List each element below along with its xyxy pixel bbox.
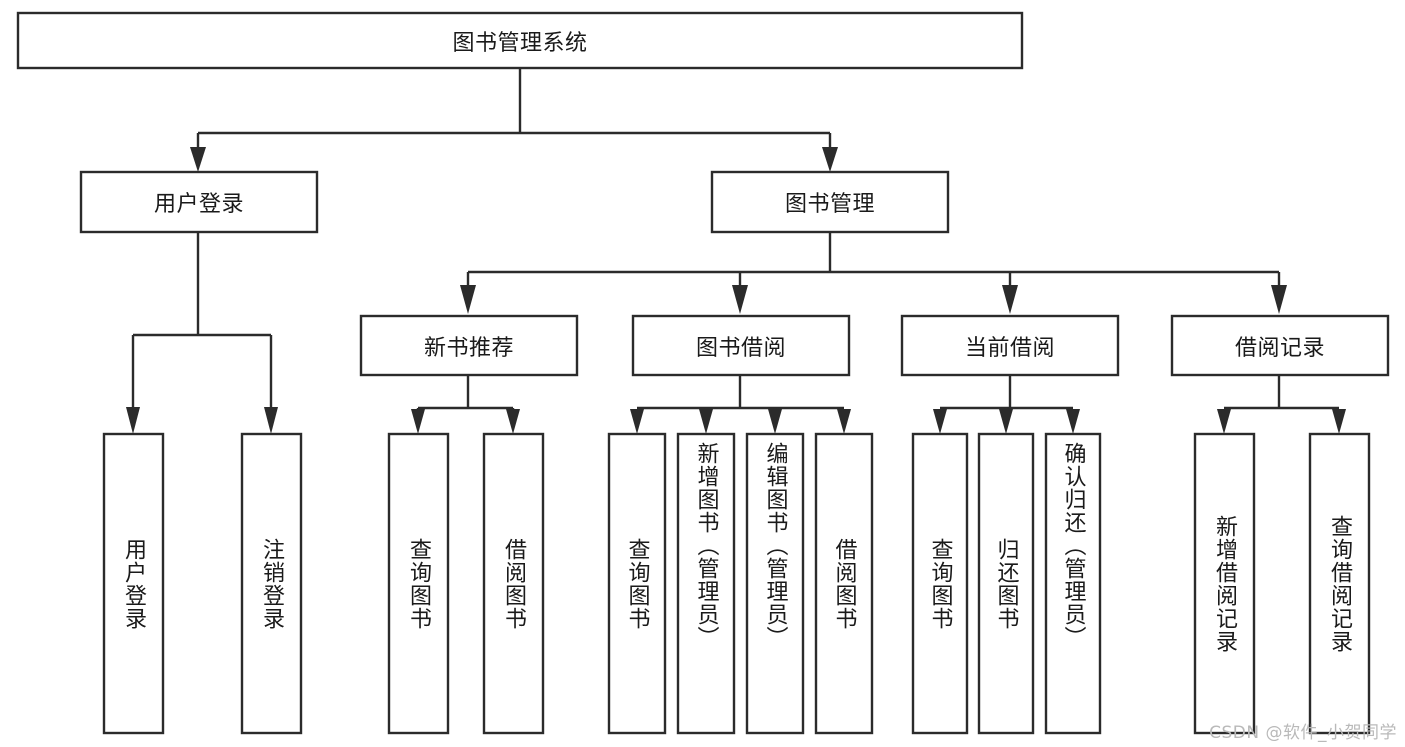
arrow-head-current-borrow [1002, 285, 1018, 314]
arrow-head-new-book-recommend [460, 285, 476, 314]
connector-group-currentborrow [933, 375, 1080, 434]
node-box-leaf-query-book-2[interactable] [607, 432, 667, 735]
node-box-leaf-return-book[interactable] [977, 432, 1035, 735]
arrow-head-leaf-confirm-return [1066, 409, 1080, 434]
node-box-borrow-record[interactable] [1170, 314, 1390, 377]
node-box-book-borrow[interactable] [631, 314, 851, 377]
arrow-head-leaf-query-record [1332, 409, 1346, 434]
arrow-head-leaf-query-book-2 [630, 409, 644, 434]
arrow-head-leaf-query-book-1 [411, 409, 425, 434]
arrow-head-leaf-return-book [999, 409, 1013, 434]
connector-group-userlogin [126, 232, 278, 434]
csdn-watermark: CSDN @软件_小贺同学 [1209, 723, 1397, 743]
arrow-head-leaf-user-login [126, 407, 140, 434]
arrow-head-bookmanage [822, 147, 838, 172]
node-box-leaf-add-book[interactable] [676, 432, 736, 735]
node-box-leaf-user-logout[interactable] [240, 432, 303, 735]
arrow-head-book-borrow [732, 285, 748, 314]
node-box-new-book-recommend[interactable] [359, 314, 579, 377]
node-box-leaf-add-record[interactable] [1193, 432, 1256, 735]
connector-group-bookborrow [630, 375, 851, 434]
node-box-leaf-query-book-3[interactable] [911, 432, 969, 735]
node-box-leaf-query-book-1[interactable] [387, 432, 450, 735]
node-box-root[interactable] [16, 11, 1024, 70]
node-box-user-login[interactable] [79, 170, 319, 234]
node-box-current-borrow[interactable] [900, 314, 1120, 377]
node-box-leaf-confirm-return[interactable] [1044, 432, 1102, 735]
connector-group-borrowrecord [1217, 375, 1346, 434]
node-box-book-manage[interactable] [710, 170, 950, 234]
arrow-head-leaf-query-book-3 [933, 409, 947, 434]
arrow-head-leaf-add-book [699, 409, 713, 434]
connector-group-bookmanage [460, 232, 1287, 314]
arrow-head-leaf-borrow-book-2 [837, 409, 851, 434]
arrow-head-borrow-record [1271, 285, 1287, 314]
arrow-head-leaf-user-logout [264, 407, 278, 434]
node-box-leaf-user-login[interactable] [102, 432, 165, 735]
arrow-head-leaf-borrow-book-1 [506, 409, 520, 434]
connector-group-root [190, 68, 838, 172]
connector-group-newbook [411, 375, 520, 434]
arrow-head-userlogin [190, 147, 206, 172]
arrow-head-leaf-edit-book [768, 409, 782, 434]
node-box-leaf-borrow-book-1[interactable] [482, 432, 545, 735]
arrow-head-leaf-add-record [1217, 409, 1231, 434]
node-box-leaf-query-record[interactable] [1308, 432, 1371, 735]
node-box-leaf-borrow-book-2[interactable] [814, 432, 874, 735]
node-box-leaf-edit-book[interactable] [745, 432, 805, 735]
